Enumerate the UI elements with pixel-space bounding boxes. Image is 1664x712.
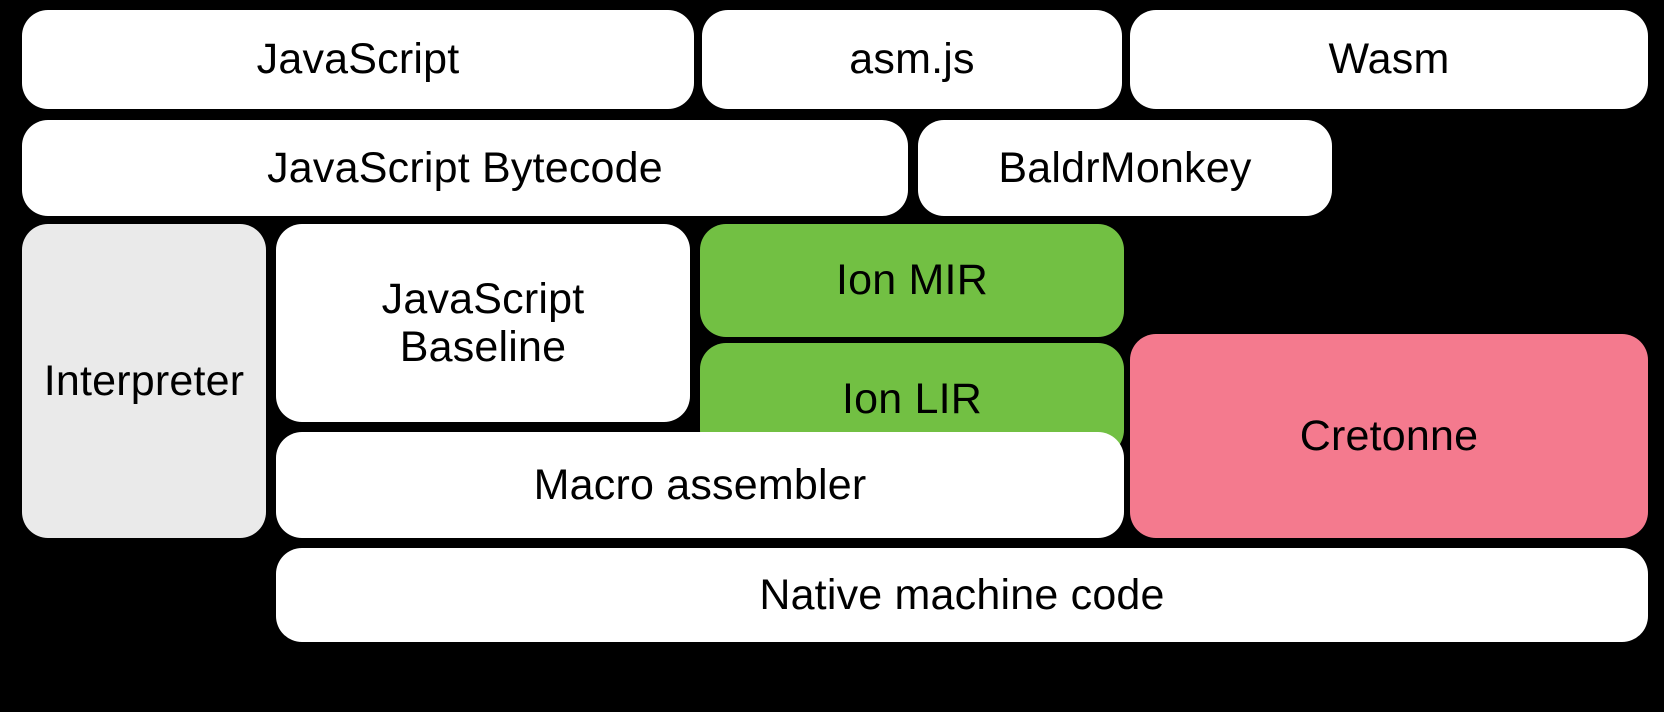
node-wasm: Wasm [1130, 10, 1648, 109]
node-ion-mir: Ion MIR [700, 224, 1124, 337]
node-native-machine-code: Native machine code [276, 548, 1648, 642]
node-cretonne: Cretonne [1130, 334, 1648, 538]
node-javascript-baseline: JavaScript Baseline [276, 224, 690, 422]
node-asmjs: asm.js [702, 10, 1122, 109]
node-javascript-bytecode: JavaScript Bytecode [22, 120, 908, 216]
node-baldrmonkey: BaldrMonkey [918, 120, 1332, 216]
node-macro-assembler: Macro assembler [276, 432, 1124, 538]
node-javascript: JavaScript [22, 10, 694, 109]
node-interpreter: Interpreter [22, 224, 266, 538]
